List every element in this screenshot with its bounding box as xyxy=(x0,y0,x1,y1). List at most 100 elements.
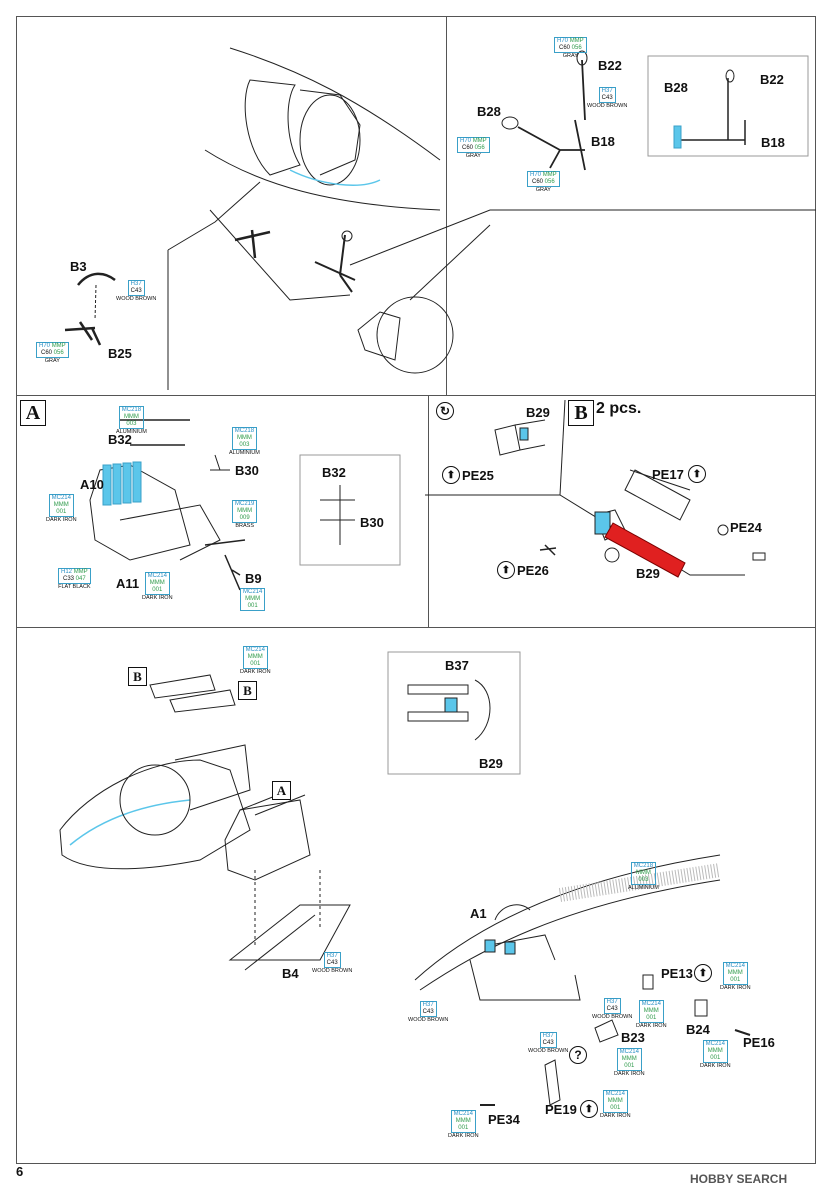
paint-code: MMP xyxy=(472,138,487,144)
paint-name: WOOD BROWN xyxy=(408,1017,449,1023)
paint-code: MC214 xyxy=(453,1111,473,1117)
paint-code: 056 xyxy=(544,179,555,185)
part-b29-label: B29 xyxy=(526,405,550,420)
paint-name: WOOD BROWN xyxy=(528,1048,569,1054)
paint-code: MC219 xyxy=(235,501,255,507)
paint-code: MMM xyxy=(53,502,69,508)
part-b9-label: B9 xyxy=(245,571,262,586)
paint-code: 001 xyxy=(610,1105,621,1111)
paint-code: MC218 xyxy=(633,863,654,869)
paint-code: MMM xyxy=(643,1008,659,1014)
paint-name: GRAY xyxy=(562,53,578,59)
paint-code: 001 xyxy=(152,587,163,593)
paint-code: C43 xyxy=(542,1040,554,1046)
paint-code: MMM xyxy=(635,870,651,876)
paint-code: H70 xyxy=(39,343,51,349)
paint-code: H37 xyxy=(601,88,613,94)
paint-code: MC214 xyxy=(619,1049,639,1055)
pe-icon: ⬆ xyxy=(497,561,515,579)
paint-name: WOOD BROWN xyxy=(312,968,353,974)
paint-code: C60 xyxy=(558,45,570,51)
section-marker-a: A xyxy=(20,400,46,426)
part-b22-label: B22 xyxy=(598,58,622,73)
paint-code: 001 xyxy=(710,1055,721,1061)
paint-code: MC214 xyxy=(147,573,167,579)
paint-code: MMP xyxy=(51,343,66,349)
paint-code: MC214 xyxy=(605,1091,625,1097)
paint-code: MMM xyxy=(621,1056,637,1062)
paint-name: GRAY xyxy=(465,153,481,159)
paint-code: 003 xyxy=(638,877,649,883)
watermark: HOBBY SEARCH xyxy=(690,1172,788,1186)
part-a10-label: A10 xyxy=(80,477,104,492)
paint-name: WOOD BROWN xyxy=(116,296,157,302)
paint-code: 009 xyxy=(239,515,250,521)
question-icon: ? xyxy=(569,1046,587,1064)
part-pe13-label: PE13 xyxy=(661,966,693,981)
paint-code: C33 xyxy=(62,576,74,582)
paint-code: MC214 xyxy=(51,495,71,501)
paint-name: DARK IRON xyxy=(720,985,751,991)
paint-code: 056 xyxy=(53,350,64,356)
paint-code: MMM xyxy=(123,414,139,420)
quantity-label: 2 pcs. xyxy=(596,400,642,417)
part-b25-label: B25 xyxy=(108,346,132,361)
paint-code: 056 xyxy=(571,45,582,51)
paint-name: ALUMINIUM xyxy=(116,429,147,435)
part-pe26-label: PE26 xyxy=(517,563,549,578)
paint-code: MC214 xyxy=(725,963,745,969)
part-b18-label: B18 xyxy=(591,134,615,149)
inset-b32-label: B32 xyxy=(322,465,346,480)
inset-b28-label: B28 xyxy=(664,80,688,95)
paint-code: C43 xyxy=(606,1006,618,1012)
part-b30-label: B30 xyxy=(235,463,259,478)
paint-code: H70 xyxy=(530,172,542,178)
part-pe34-label: PE34 xyxy=(488,1112,520,1127)
section-marker-b: B xyxy=(238,681,257,700)
section-marker-a: A xyxy=(272,781,291,800)
paint-code: C43 xyxy=(601,95,613,101)
paint-code: H37 xyxy=(606,999,618,1005)
paint-code: MMP xyxy=(542,172,557,178)
paint-name: DARK IRON xyxy=(614,1071,645,1077)
paint-code: C43 xyxy=(326,960,338,966)
paint-code: MMM xyxy=(247,654,263,660)
paint-name: BRASS xyxy=(235,523,254,529)
page-number: 6 xyxy=(16,1164,24,1179)
part-a1-label: A1 xyxy=(470,906,487,921)
inset-b30-label: B30 xyxy=(360,515,384,530)
pe-icon: ⬆ xyxy=(442,466,460,484)
part-b29-label: B29 xyxy=(636,566,660,581)
paint-name: DARK IRON xyxy=(142,595,173,601)
paint-code: C60 xyxy=(531,179,543,185)
paint-code: MMM xyxy=(237,508,253,514)
inset-b37-label: B37 xyxy=(445,658,469,673)
part-b32-label: B32 xyxy=(108,432,132,447)
part-a11-label: A11 xyxy=(116,576,140,591)
paint-code: MMM xyxy=(236,435,252,441)
paint-name: ALUMINIUM xyxy=(628,885,659,891)
paint-code: MC218 xyxy=(121,407,142,413)
paint-code: H37 xyxy=(130,281,142,287)
paint-code: H70 xyxy=(460,138,472,144)
inset-b22-label: B22 xyxy=(760,72,784,87)
paint-name: DARK IRON xyxy=(240,669,271,675)
paint-code: H37 xyxy=(326,953,338,959)
paint-code: MMM xyxy=(607,1098,623,1104)
rotate-icon: ↻ xyxy=(436,402,454,420)
paint-name: DARK IRON xyxy=(46,517,77,523)
pe-icon: ⬆ xyxy=(694,964,712,982)
